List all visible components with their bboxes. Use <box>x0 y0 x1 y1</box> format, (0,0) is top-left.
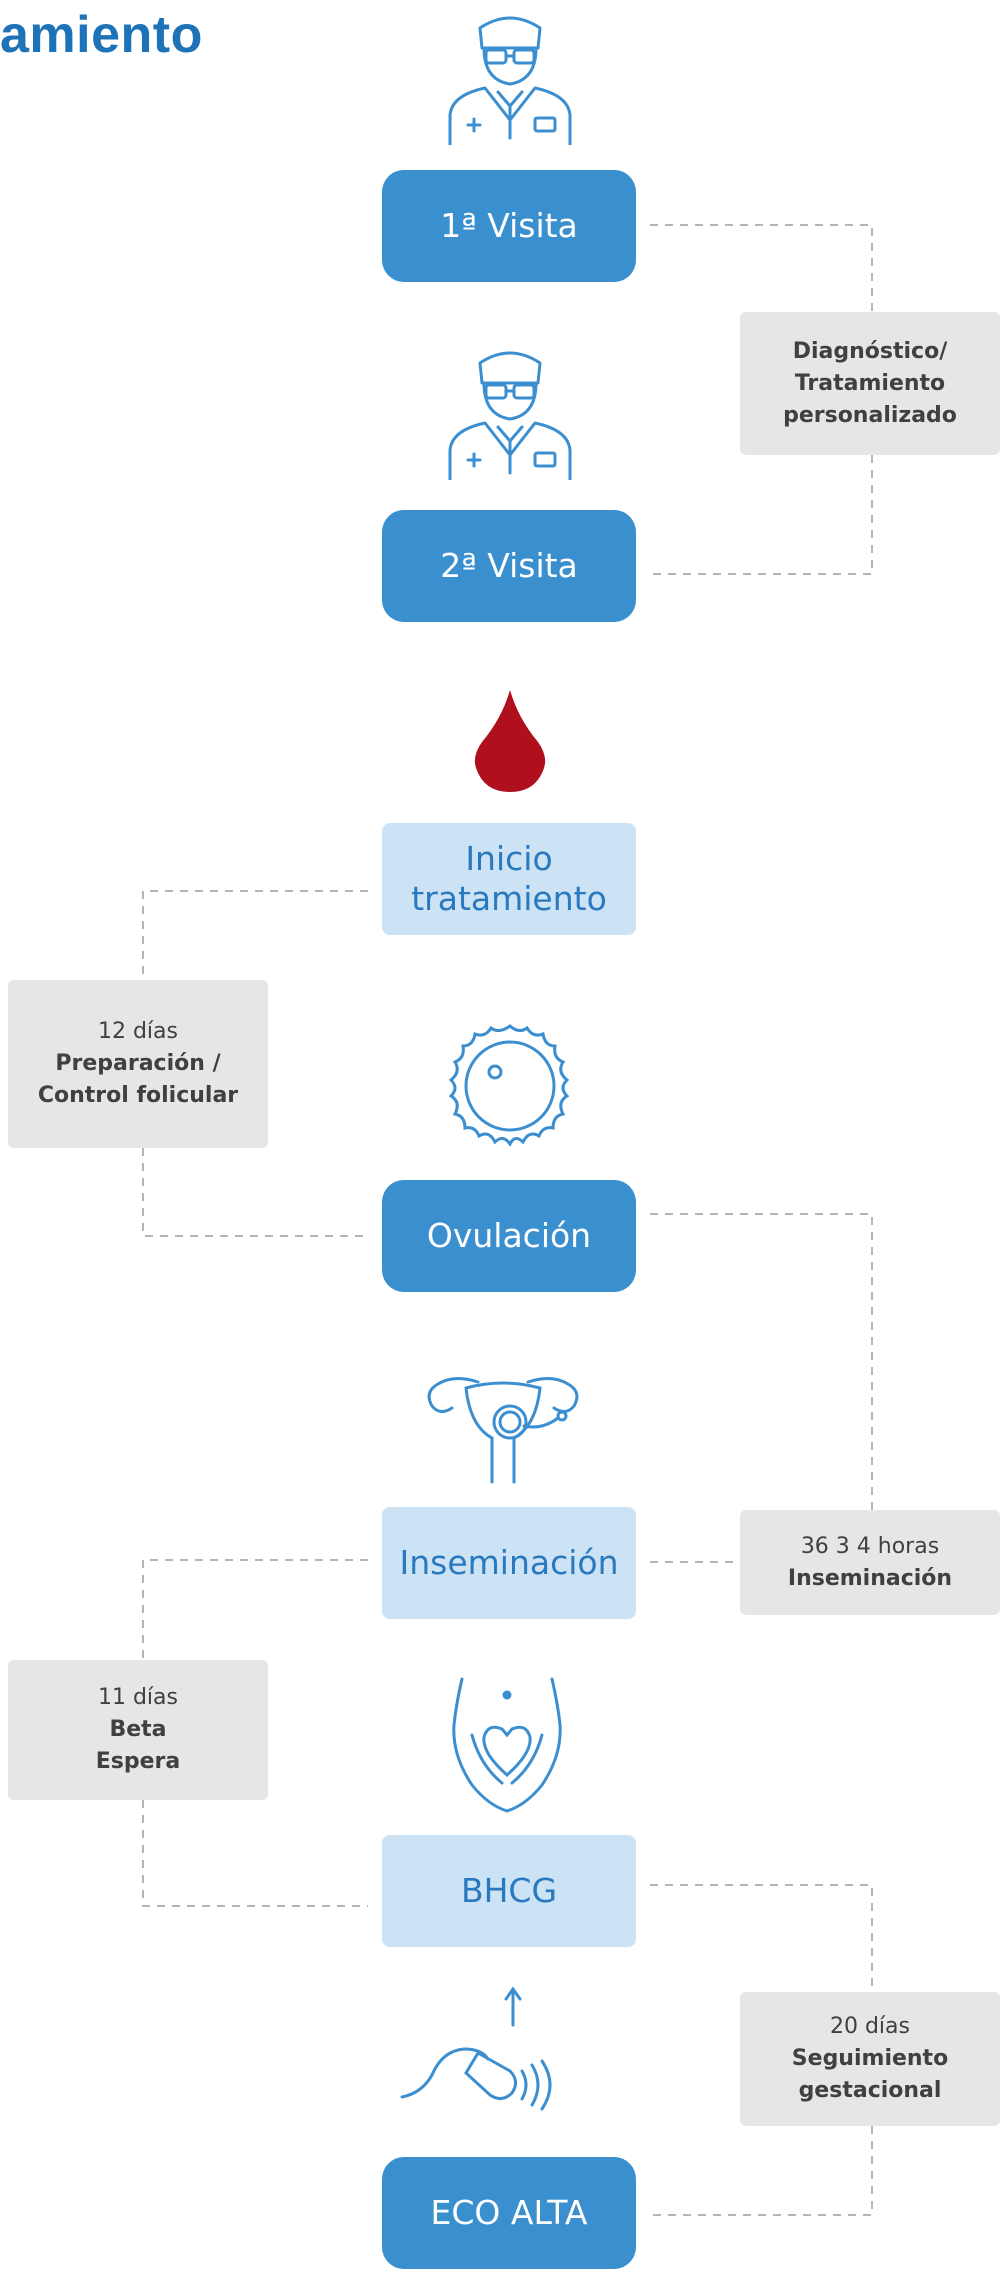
note-line: 11 días <box>97 1685 178 1710</box>
connector-ovulacion <box>650 1213 873 1510</box>
doctor-icon <box>448 351 572 480</box>
step-primera-visita: 1ª Visita <box>382 170 636 282</box>
step-label: 2ª Visita <box>440 546 578 585</box>
connector-beta <box>142 1559 368 1660</box>
note-seguimiento: 20 días Seguimiento gestacional <box>740 1992 1000 2126</box>
note-line: 20 días <box>829 2014 910 2039</box>
connector-seguimiento <box>650 1884 873 1992</box>
step-inicio-tratamiento: Inicio tratamiento <box>382 823 636 935</box>
connector-preparacion <box>142 890 368 980</box>
note-diagnostico: Diagnóstico/ Tratamiento personalizado <box>740 312 1000 455</box>
step-bhcg: BHCG <box>382 1835 636 1947</box>
ultrasound-icon <box>400 1986 552 2111</box>
step-eco-alta: ECO ALTA <box>382 2157 636 2269</box>
connector-preparacion-2 <box>142 1148 368 1237</box>
note-line: Espera <box>95 1749 181 1774</box>
step-label: BHCG <box>460 1871 558 1910</box>
step-ovulacion: Ovulación <box>382 1180 636 1292</box>
step-label: Ovulación <box>426 1216 592 1255</box>
note-line: Tratamiento <box>794 370 946 396</box>
note-inseminacion: 36 3 4 horas Inseminación <box>740 1510 1000 1615</box>
uterus-icon <box>427 1377 579 1484</box>
note-line: gestacional <box>798 2078 942 2103</box>
step-segunda-visita: 2ª Visita <box>382 510 636 622</box>
step-inseminacion: Inseminación <box>382 1507 636 1619</box>
connector-beta-2 <box>142 1800 368 1907</box>
blood-drop-icon <box>474 690 546 792</box>
ovum-icon <box>448 1024 570 1147</box>
note-line: 36 3 4 horas <box>800 1533 940 1559</box>
connector-visita <box>650 224 873 312</box>
connector-visita-2 <box>650 455 873 575</box>
page-title: amiento <box>0 6 203 64</box>
heart-belly-icon <box>452 1677 562 1813</box>
step-label: 1ª Visita <box>440 206 578 245</box>
note-line: Diagnóstico/ <box>792 338 948 364</box>
note-line: Inseminación <box>787 1565 953 1591</box>
note-line: 12 días <box>97 1019 178 1044</box>
note-beta: 11 días Beta Espera <box>8 1660 268 1800</box>
note-line: Preparación / <box>55 1051 221 1076</box>
step-label: Inicio tratamiento <box>411 839 607 918</box>
connector-seguimiento-2 <box>650 2126 873 2216</box>
note-line: Beta <box>109 1717 167 1742</box>
note-line: personalizado <box>783 402 957 428</box>
doctor-icon <box>448 16 572 145</box>
note-line: Seguimiento <box>791 2046 949 2071</box>
step-label: Inseminación <box>399 1543 619 1582</box>
note-preparacion: 12 días Preparación / Control folicular <box>8 980 268 1148</box>
note-line: Control folicular <box>37 1083 239 1108</box>
step-label: ECO ALTA <box>430 2193 588 2232</box>
